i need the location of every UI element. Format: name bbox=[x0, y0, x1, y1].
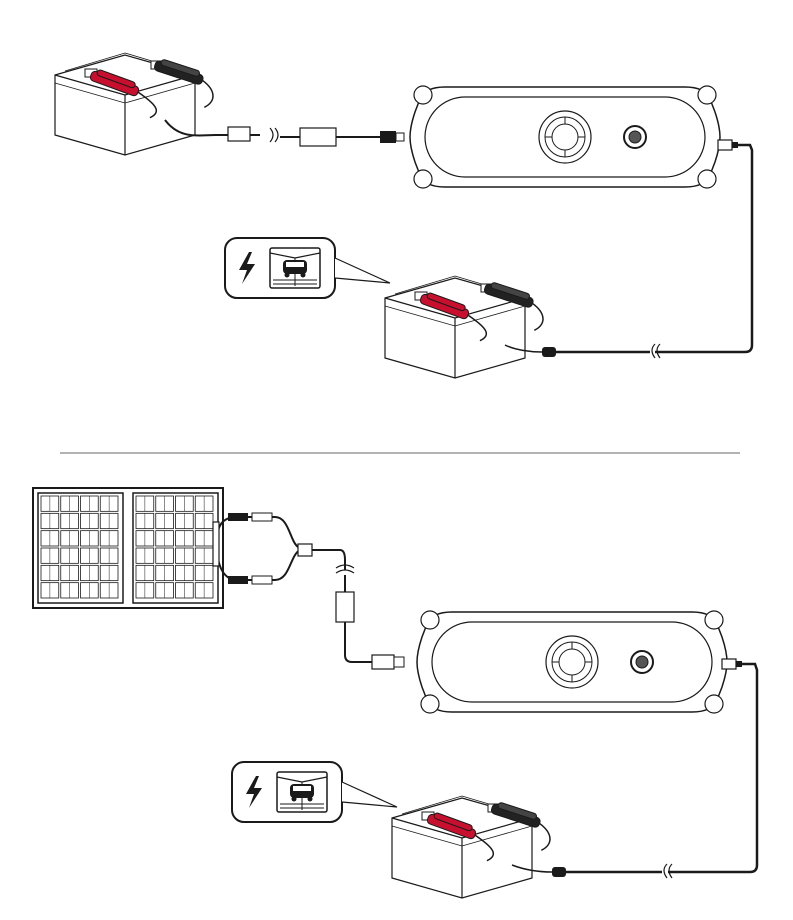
inline-fuse bbox=[299, 127, 337, 147]
input-cable bbox=[164, 119, 260, 137]
charger-unit bbox=[409, 85, 721, 189]
callout-box-2 bbox=[231, 761, 398, 823]
solar-fuse bbox=[335, 591, 355, 623]
output-cable-2 bbox=[668, 662, 759, 874]
target-battery-2 bbox=[391, 795, 558, 899]
diagram-charge-from-battery bbox=[54, 52, 754, 379]
solar-cable-top bbox=[214, 516, 301, 549]
solar-cable-bottom bbox=[214, 542, 301, 581]
output-plug-2 bbox=[721, 658, 743, 670]
solar-input-plug bbox=[371, 654, 395, 670]
y-splitter bbox=[297, 543, 313, 557]
target-battery bbox=[384, 275, 551, 379]
solar-panel bbox=[32, 487, 224, 609]
source-battery bbox=[54, 52, 221, 156]
callout-box bbox=[224, 237, 391, 299]
input-plug bbox=[380, 131, 396, 143]
cable-connector bbox=[227, 126, 251, 142]
output-cable bbox=[655, 143, 754, 354]
output-plug bbox=[717, 139, 739, 151]
diagram-charge-from-solar-panel bbox=[32, 487, 759, 899]
charger-unit-2 bbox=[416, 610, 728, 714]
